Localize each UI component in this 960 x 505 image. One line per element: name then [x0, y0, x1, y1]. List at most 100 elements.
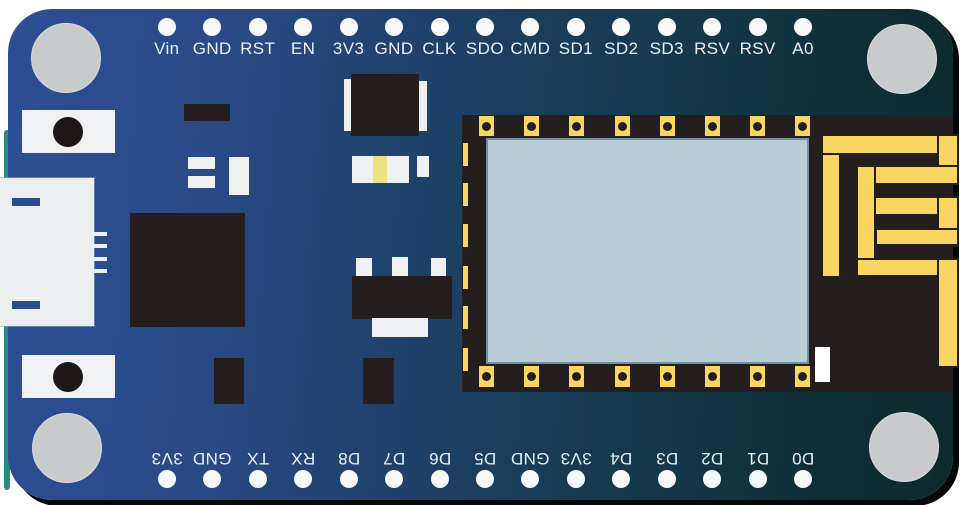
pad-via-dot — [527, 372, 536, 381]
mounting-hole-top-right — [867, 24, 937, 94]
pad-via-dot — [527, 121, 536, 131]
castellated-pad-bottom — [478, 365, 495, 388]
transistor-body — [352, 276, 452, 319]
pin-hole-bottom — [385, 470, 404, 488]
pin-hole-bottom — [657, 470, 676, 488]
usb-pin — [91, 269, 107, 273]
pin-hole-bottom — [612, 470, 631, 488]
rf-shield — [486, 138, 809, 364]
mounting-hole-top-left — [31, 23, 101, 93]
led-emitter — [373, 156, 387, 183]
resistor-2 — [188, 176, 215, 188]
reset-button — [22, 110, 115, 153]
castellated-pad-bottom — [794, 365, 811, 388]
usb-uart-chip — [130, 213, 245, 327]
castellated-pad-top — [749, 115, 766, 137]
pin-hole-bottom — [748, 470, 767, 488]
pin-label-top: CMD — [510, 39, 551, 58]
pin-hole-top — [612, 18, 631, 36]
reset-button-cap — [53, 116, 83, 147]
mounting-hole-bottom-right — [869, 412, 939, 482]
pad-via-dot — [663, 372, 672, 381]
pad-via-dot — [708, 372, 717, 381]
pin-hole-bottom — [294, 470, 313, 488]
castellated-pad-bottom — [704, 365, 721, 388]
transistor-pin-1 — [356, 258, 372, 277]
pin-label-top: SD2 — [604, 39, 639, 58]
pin-hole-top — [385, 18, 404, 36]
pin-hole-bottom — [703, 470, 722, 488]
castellated-pad-top — [523, 115, 540, 137]
pin-label-top: RST — [240, 39, 276, 58]
castellated-pad-top — [704, 115, 721, 137]
castellated-pad-left — [462, 142, 469, 167]
capacitor-white — [229, 157, 249, 195]
regulator-pin-left — [344, 79, 352, 131]
pin-label-top: 3V3 — [332, 39, 365, 58]
castellated-pad-bottom — [523, 365, 540, 388]
pin-hole-top — [566, 18, 585, 36]
pin-label-top: RSV — [739, 39, 776, 58]
transistor-pin-2 — [392, 257, 408, 277]
castellated-pad-bottom — [614, 365, 631, 388]
pin-hole-top — [748, 18, 767, 36]
pin-hole-top — [203, 18, 222, 36]
usb-notch — [12, 301, 40, 309]
pin-hole-bottom — [203, 470, 222, 488]
pad-via-dot — [663, 121, 672, 131]
castellated-pad-top — [568, 115, 585, 137]
usb-connector — [0, 178, 94, 326]
pin-label-top: A0 — [792, 39, 814, 58]
usb-pin — [91, 257, 107, 261]
castellated-pad-left — [462, 305, 469, 330]
pad-via-dot — [753, 121, 762, 131]
flash-button — [22, 355, 115, 398]
pin-hole-top — [339, 18, 358, 36]
pin-hole-bottom — [339, 470, 358, 488]
pin-label-top: GND — [374, 39, 414, 58]
transistor-pin-3 — [431, 258, 446, 277]
castellated-pad-top — [614, 115, 631, 137]
pin-hole-top — [657, 18, 676, 36]
module-component — [815, 347, 830, 382]
usb-pin — [91, 232, 107, 236]
pin-hole-top — [430, 18, 449, 36]
pad-via-dot — [618, 121, 627, 131]
pad-via-dot — [482, 372, 491, 381]
pin-hole-top — [521, 18, 540, 36]
castellated-pad-left — [462, 182, 469, 207]
pad-via-dot — [798, 372, 807, 381]
pin-label-top: SD1 — [558, 39, 593, 58]
pin-hole-bottom — [521, 470, 540, 488]
pin-hole-top — [157, 18, 176, 36]
antenna-meander — [821, 134, 959, 368]
castellated-pad-left — [462, 265, 469, 290]
pin-hole-top — [294, 18, 313, 36]
castellated-pad-bottom — [749, 365, 766, 388]
resistor-1 — [188, 157, 215, 169]
capacitor-bottom-1 — [214, 358, 244, 404]
castellated-pad-top — [794, 115, 811, 137]
pin-hole-top — [248, 18, 267, 36]
pin-hole-bottom — [794, 470, 813, 488]
mounting-hole-bottom-left — [32, 413, 102, 483]
pin-label-top: Vin — [154, 39, 180, 58]
pad-via-dot — [572, 372, 581, 381]
pin-hole-top — [703, 18, 722, 36]
castellated-pad-bottom — [659, 365, 676, 388]
pin-hole-bottom — [566, 470, 585, 488]
pin-label-top: EN — [290, 39, 316, 58]
pin-hole-bottom — [430, 470, 449, 488]
pin-label-top: CLK — [422, 39, 457, 58]
led-pad — [417, 156, 429, 177]
pad-via-dot — [708, 121, 717, 131]
pin-hole-bottom — [157, 470, 176, 488]
castellated-pad-top — [659, 115, 676, 137]
castellated-pad-left — [462, 223, 469, 248]
pin-label-top: GND — [192, 39, 232, 58]
pin-hole-bottom — [475, 470, 494, 488]
pin-label-top: SDO — [465, 39, 504, 58]
pad-via-dot — [618, 372, 627, 381]
voltage-regulator — [351, 74, 419, 136]
castellated-pad-top — [478, 115, 495, 137]
